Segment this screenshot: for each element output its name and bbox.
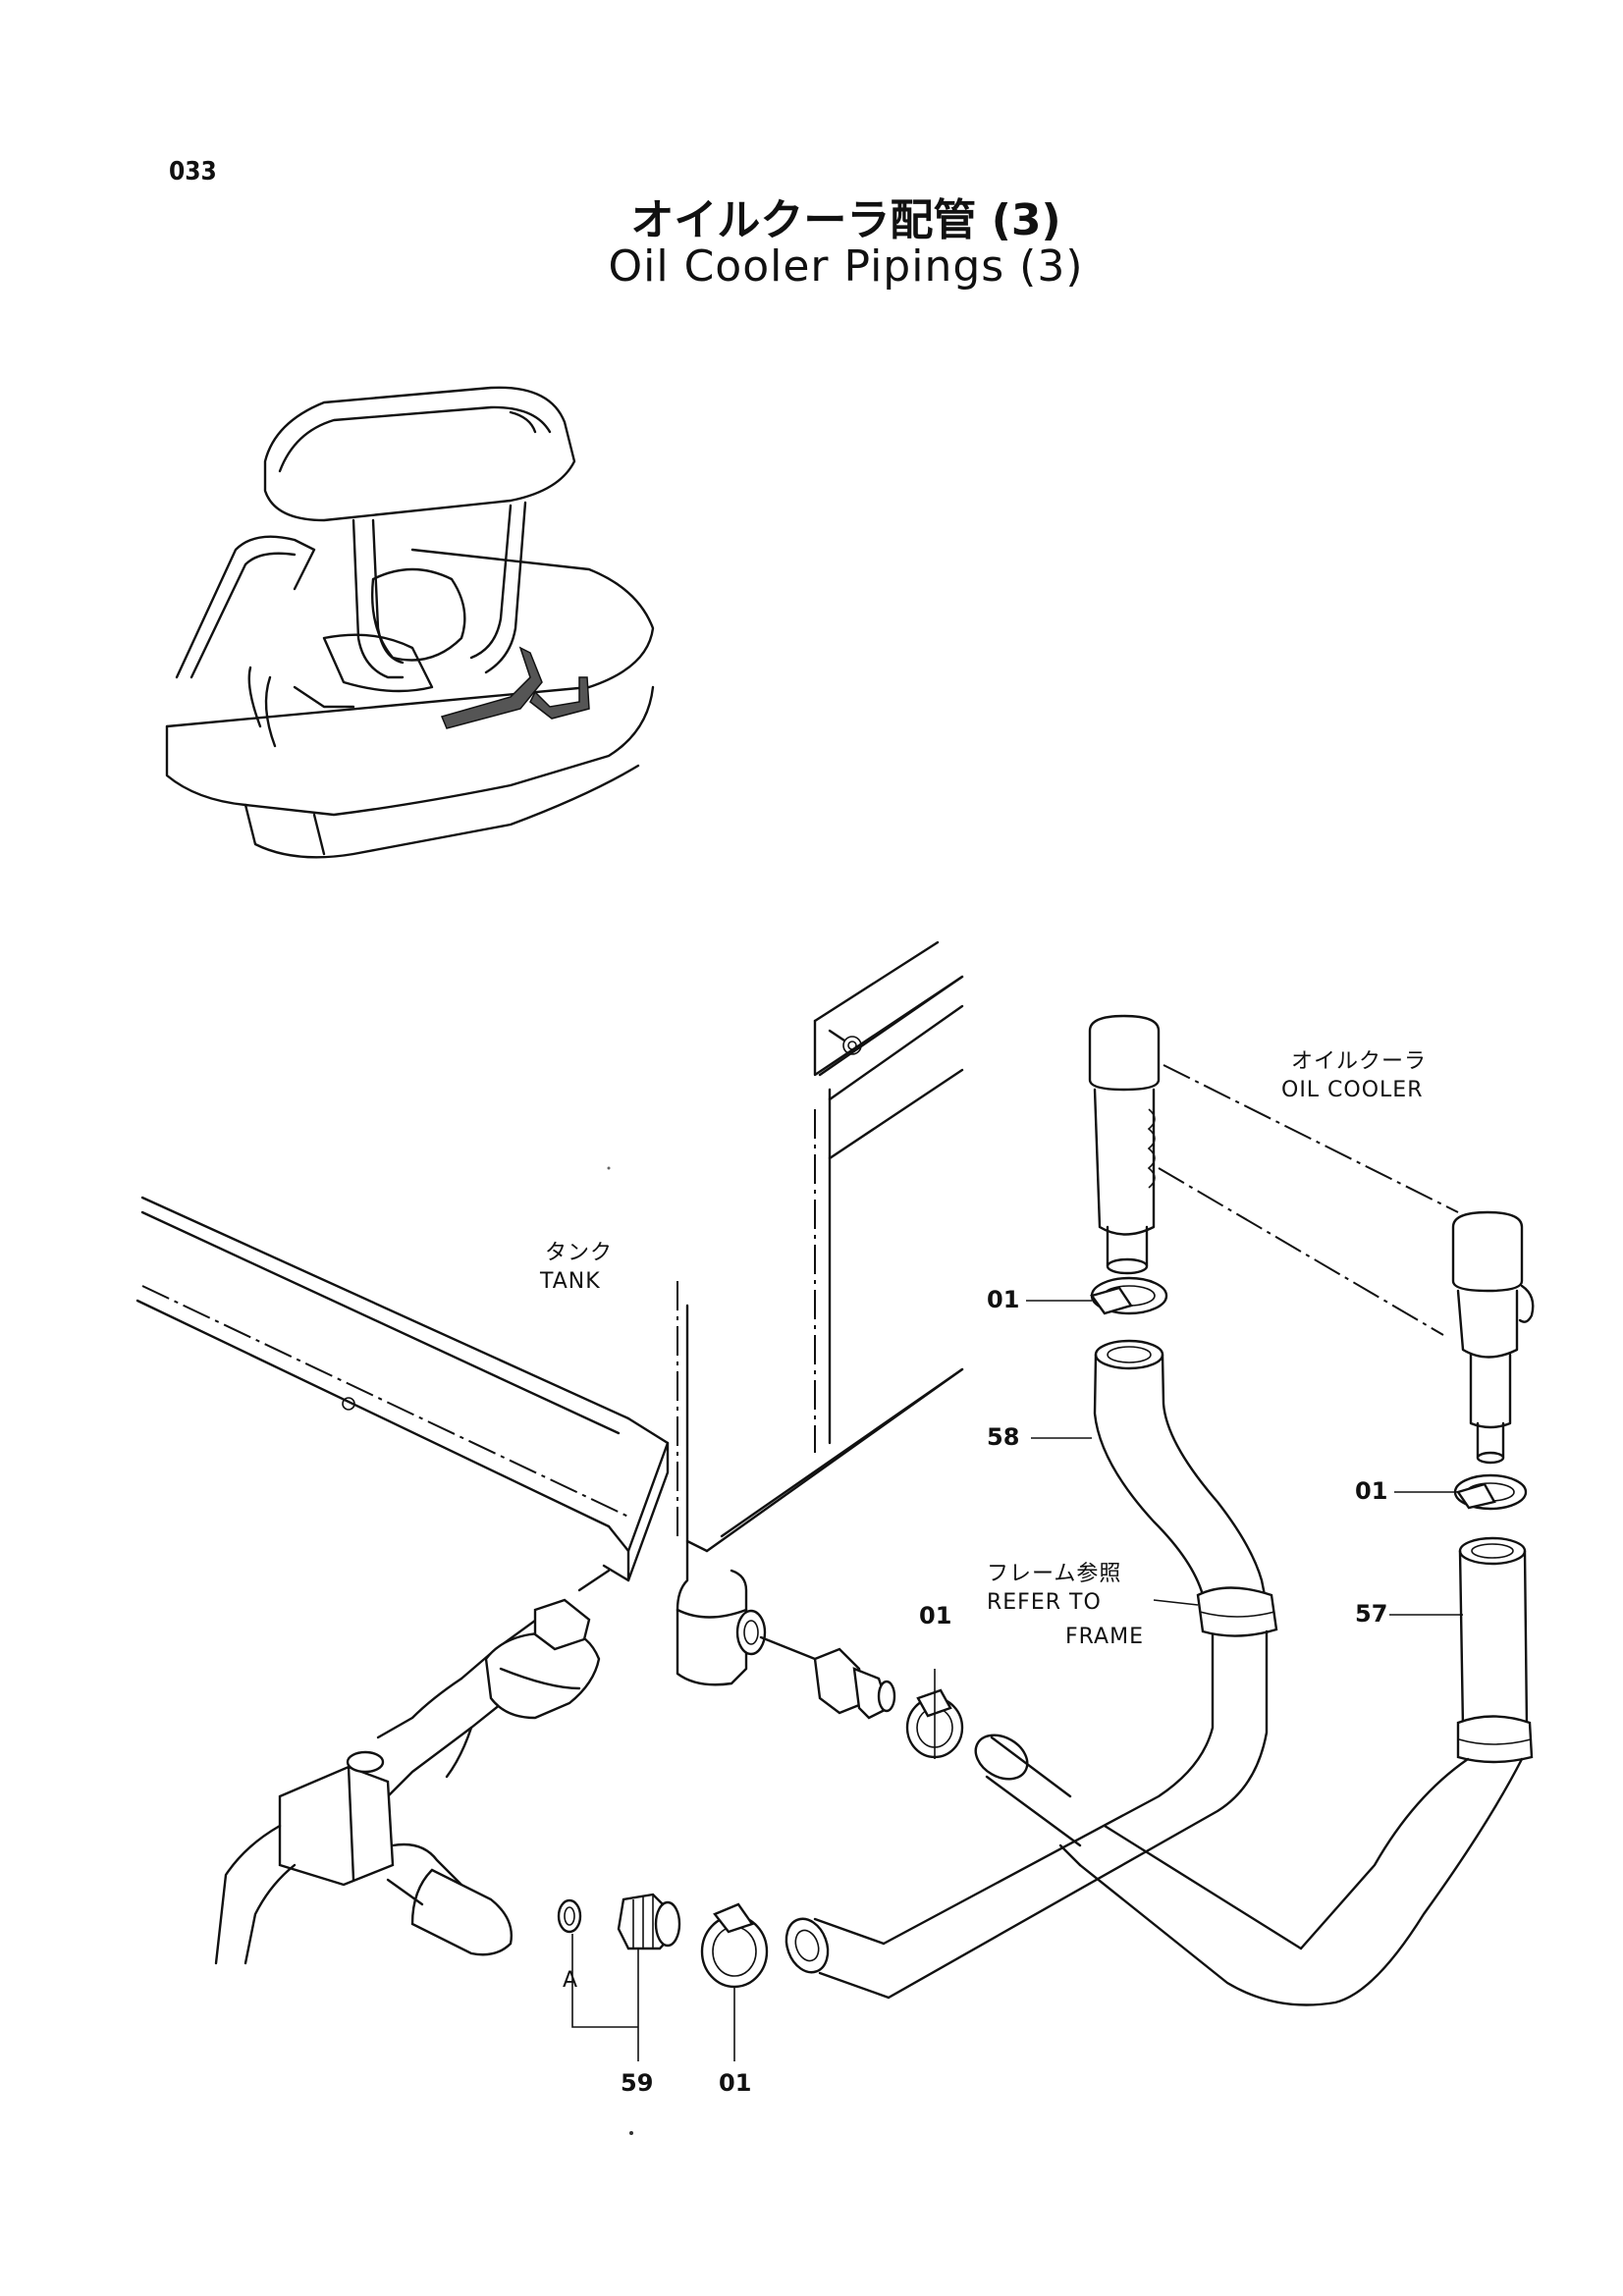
machine-overview-sketch — [165, 386, 655, 859]
tank-label-en: TANK — [540, 1269, 601, 1294]
part-number-01-bottom: 01 — [719, 2069, 752, 2097]
page-number: 033 — [169, 157, 217, 187]
title-japanese: オイルクーラ配管 (3) — [630, 195, 1061, 245]
oil-cooler-label-en: OIL COOLER — [1281, 1078, 1424, 1102]
hose-58-drawing — [784, 1339, 1278, 2000]
part-number-01-top: 01 — [987, 1286, 1020, 1313]
part-number-59: 59 — [621, 2069, 654, 2097]
tank-label-jp: タンク — [545, 1241, 614, 1265]
left-hose-assembly — [214, 1569, 611, 1965]
cooler-clamps — [1090, 1276, 1528, 1511]
part-number-01-mid: 01 — [919, 1602, 952, 1629]
refer-label-en-line1: REFER TO — [987, 1590, 1102, 1615]
title-english: Oil Cooler Pipings (3) — [608, 241, 1084, 292]
tank-drawing — [135, 940, 964, 1686]
part-number-58: 58 — [987, 1423, 1020, 1451]
part-number-57: 57 — [1355, 1600, 1388, 1628]
leader-lines — [1026, 1300, 1463, 1616]
refer-label-en-line2: FRAME — [1065, 1625, 1144, 1649]
oil-cooler-label-jp: オイルクーラ — [1291, 1049, 1428, 1074]
hose-57-drawing — [1058, 1536, 1534, 2006]
oil-cooler-drawing — [1088, 1014, 1535, 1465]
part-number-01-right: 01 — [1355, 1477, 1388, 1505]
fittings-bottom — [557, 1635, 964, 2061]
refer-label-jp: フレーム参照 — [987, 1562, 1122, 1586]
point-a-label: A — [563, 1968, 579, 1993]
